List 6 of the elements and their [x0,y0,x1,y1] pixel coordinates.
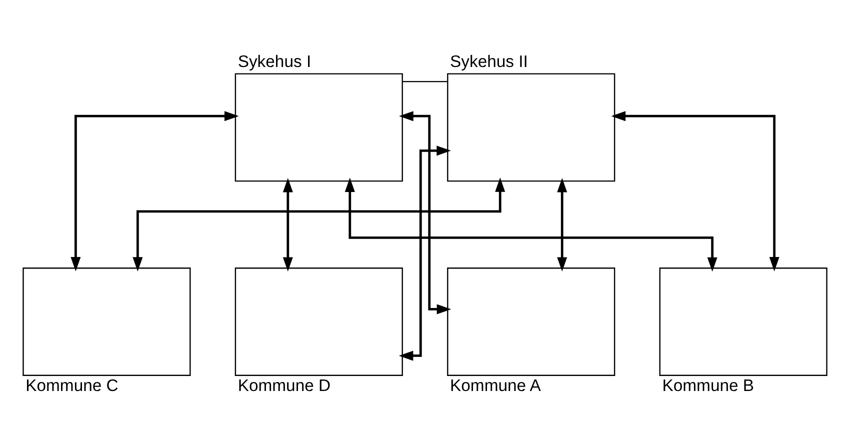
node-label: Kommune A [450,376,541,395]
node-label: Sykehus I [238,51,312,70]
node-label: Sykehus II [450,51,528,70]
node-label: Kommune D [238,376,331,395]
node-label: Kommune B [662,376,754,395]
node-label: Kommune C [26,376,118,395]
